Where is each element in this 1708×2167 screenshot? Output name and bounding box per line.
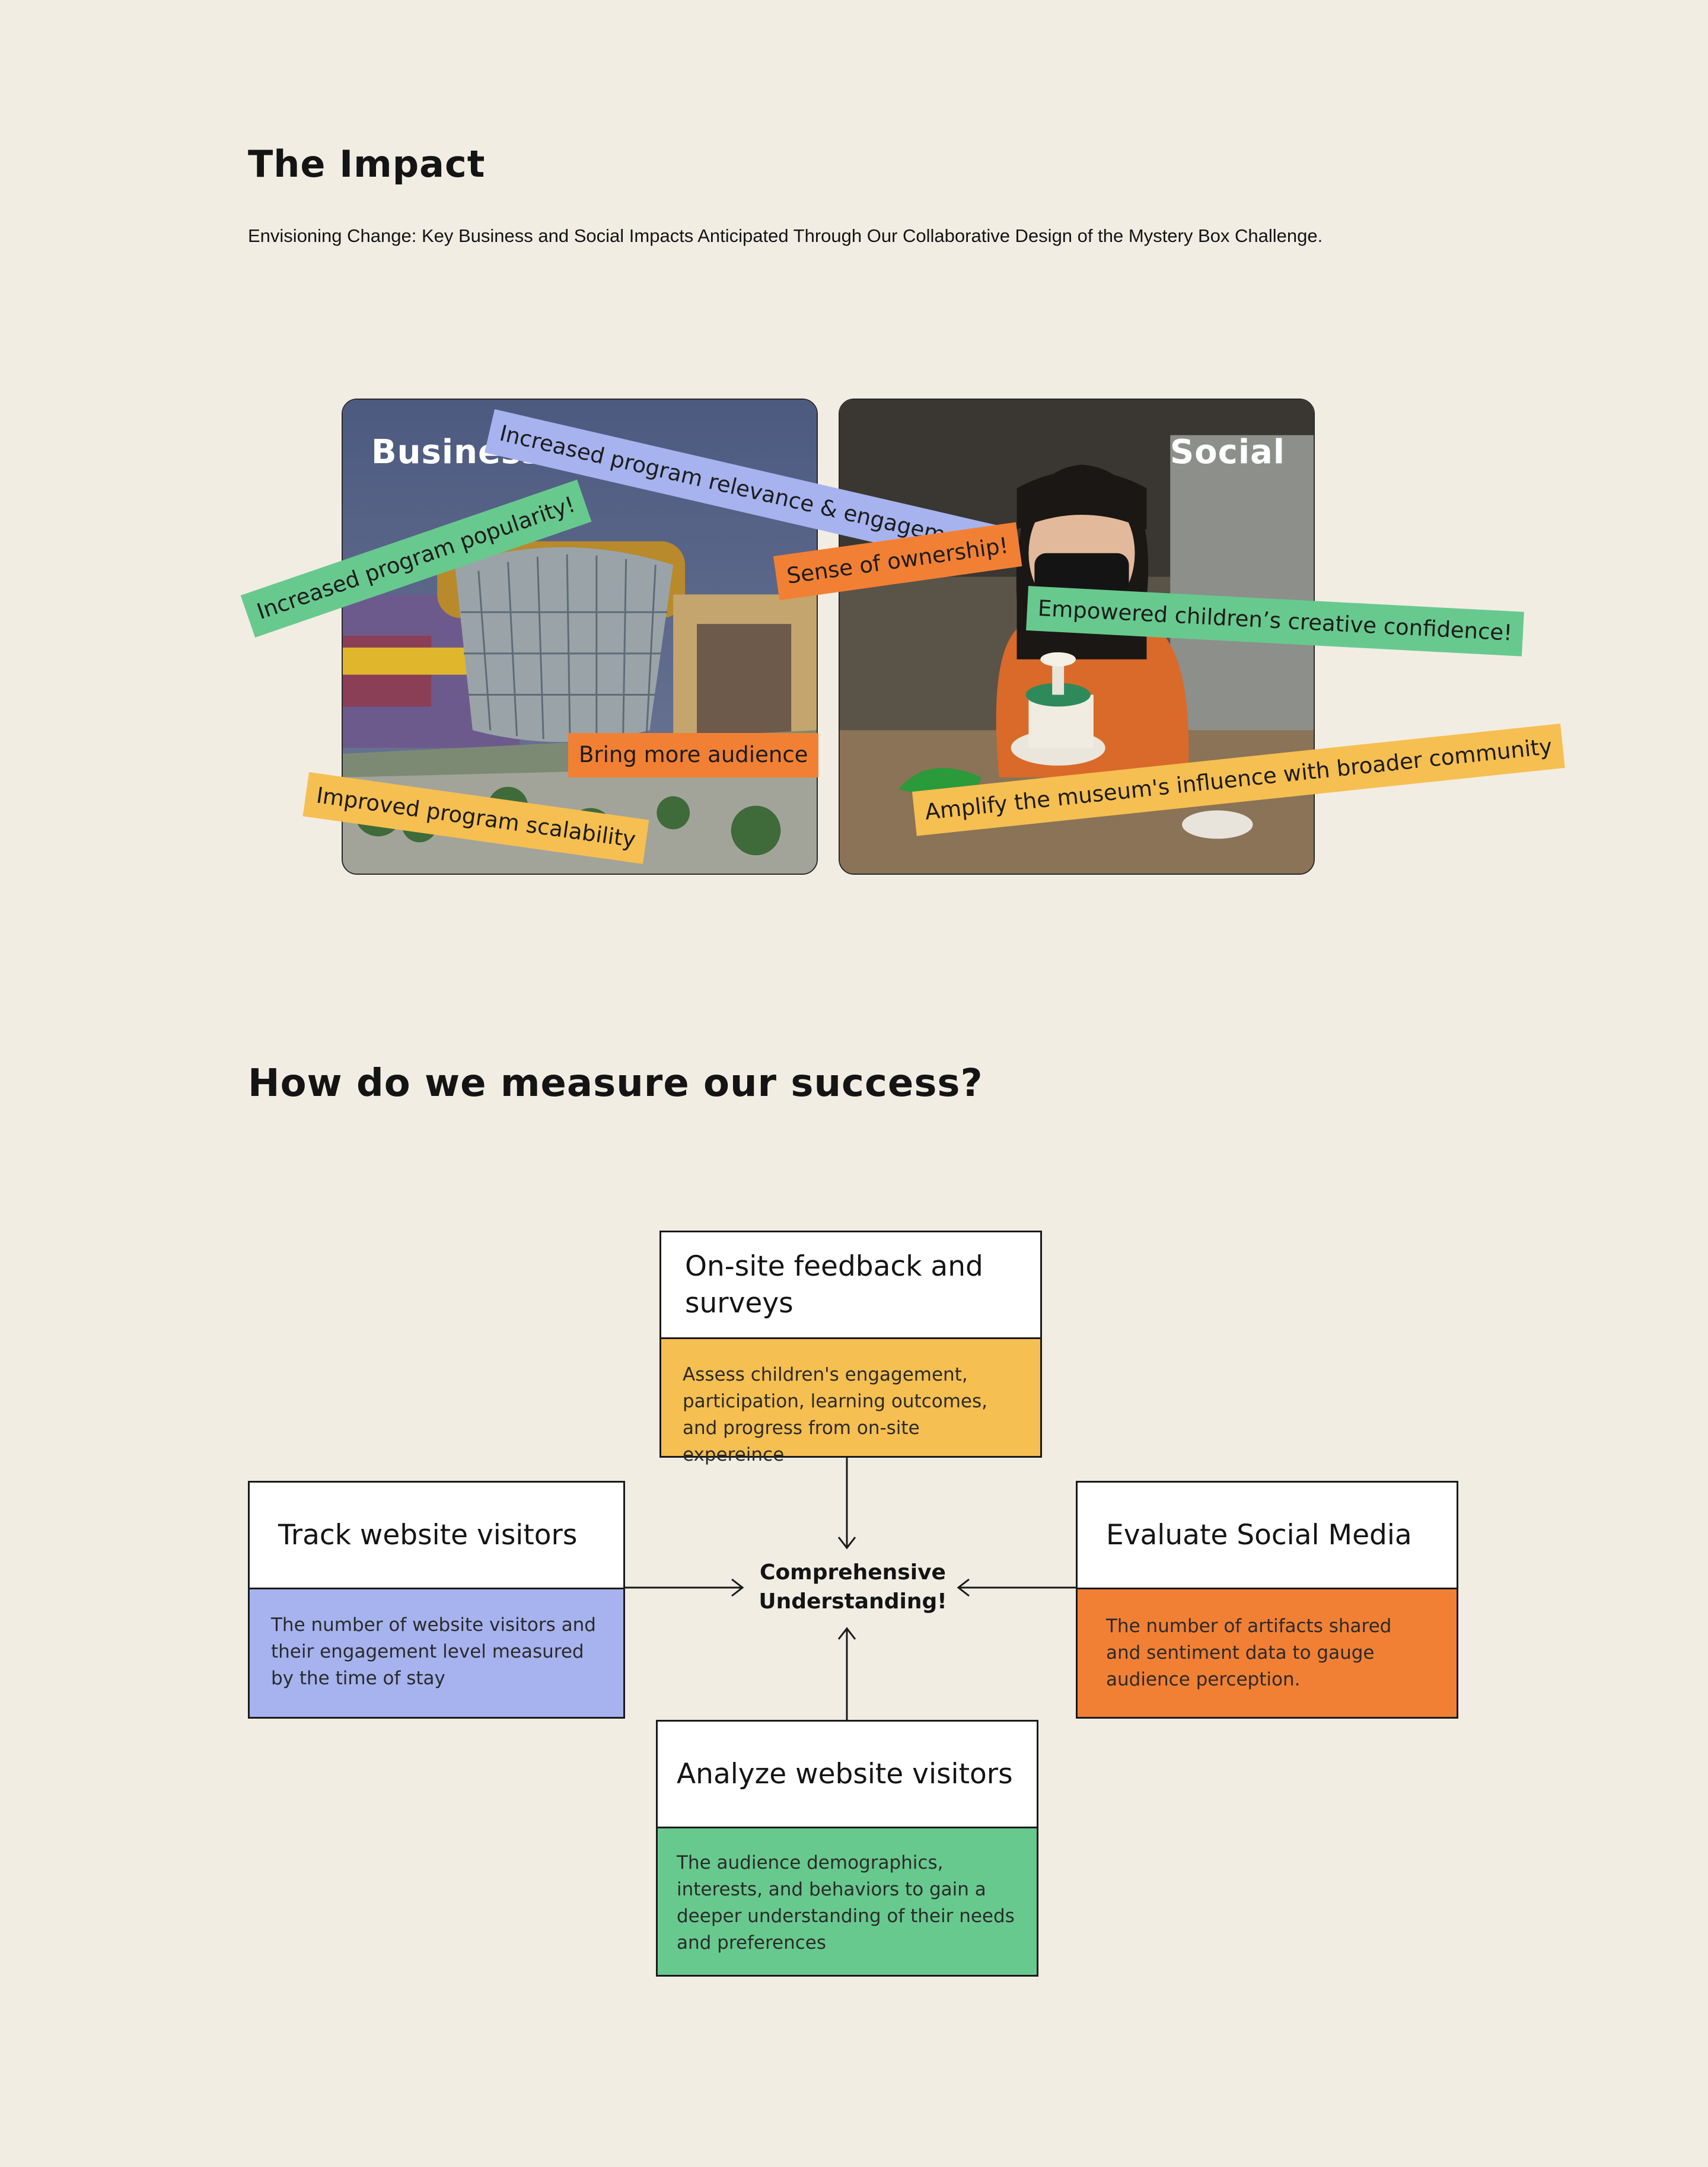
box-analyze-title: Analyze website visitors	[658, 1722, 1037, 1828]
box-track-title: Track website visitors	[250, 1483, 623, 1589]
box-social-title: Evaluate Social Media	[1078, 1483, 1457, 1589]
arrow-analyze-head	[837, 1627, 856, 1640]
tag-audience: Bring more audience	[568, 733, 819, 777]
box-social-body: The number of artifacts shared and senti…	[1078, 1589, 1457, 1717]
box-track: Track website visitors The number of web…	[248, 1481, 625, 1719]
box-onsite-body: Assess children's engagement, participat…	[661, 1339, 1040, 1465]
box-onsite: On-site feedback and surveys Assess chil…	[659, 1231, 1042, 1465]
box-analyze-body: The audience demographics, interests, an…	[658, 1828, 1037, 1975]
arrow-track-head	[731, 1578, 744, 1597]
arrow-social-head	[957, 1578, 970, 1597]
box-analyze: Analyze website visitors The audience de…	[656, 1720, 1038, 1977]
arrow-onsite-head	[837, 1537, 856, 1550]
box-social: Evaluate Social Media The number of arti…	[1076, 1481, 1458, 1719]
impact-title: The Impact	[248, 142, 486, 186]
box-onsite-title: On-site feedback and surveys	[661, 1232, 1040, 1339]
box-track-body: The number of website visitors and their…	[250, 1589, 623, 1717]
measure-title: How do we measure our success?	[248, 1062, 983, 1105]
center-label: Comprehensive Understanding!	[759, 1560, 947, 1614]
social-label: Social	[1170, 433, 1285, 471]
impact-subtitle: Envisioning Change: Key Business and Soc…	[248, 225, 1323, 246]
